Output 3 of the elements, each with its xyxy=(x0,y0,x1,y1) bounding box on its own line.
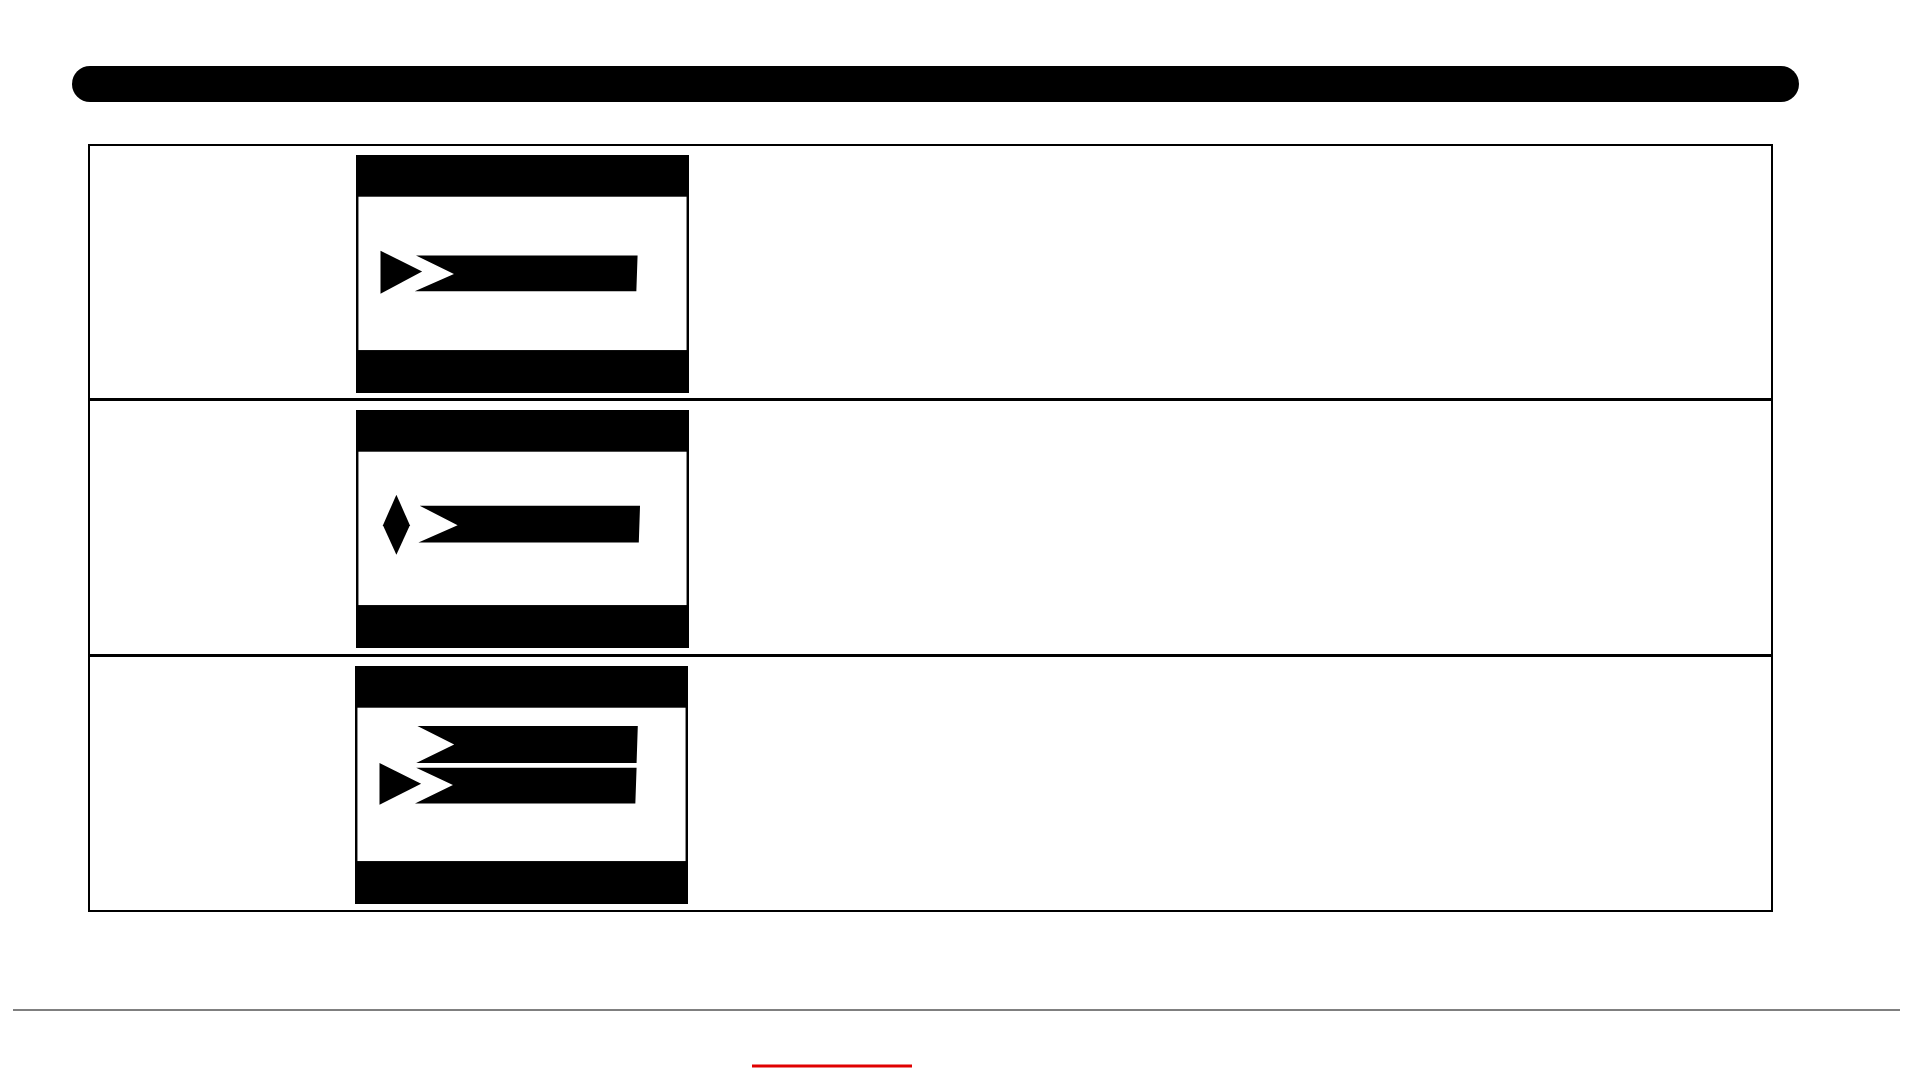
table-row xyxy=(88,399,1773,656)
table-row xyxy=(88,655,1773,912)
table-row xyxy=(88,144,1773,400)
